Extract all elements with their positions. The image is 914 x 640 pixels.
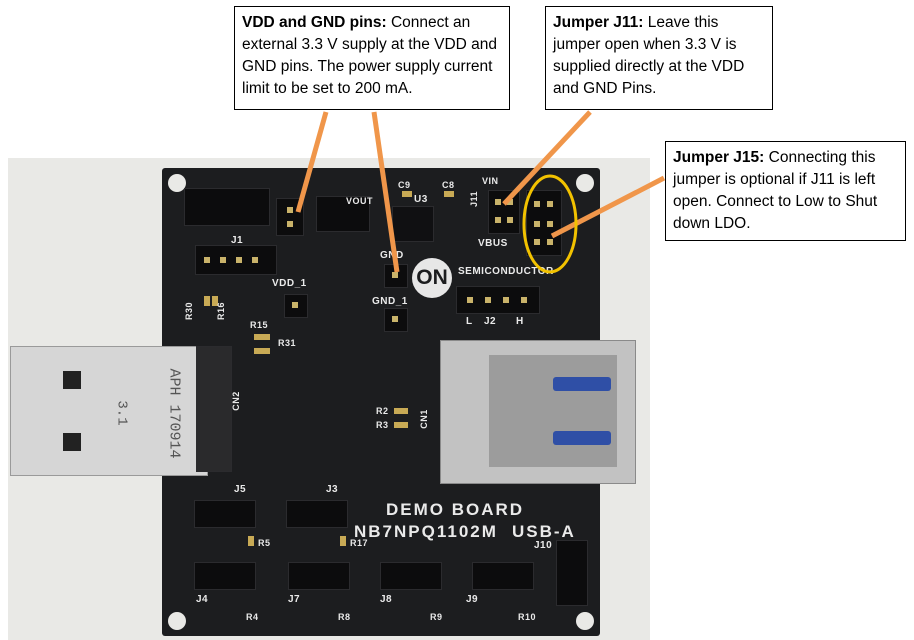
- callout-j15-body: Connecting this jumper is optional if J1…: [673, 149, 878, 232]
- arrow-to-vdd: [295, 111, 329, 213]
- label-gnd: GND: [380, 250, 404, 261]
- label-j7: J7: [288, 594, 301, 605]
- res-r5: [248, 536, 254, 546]
- label-r2-mid: R2: [376, 406, 389, 416]
- jumper-j15: [526, 190, 562, 256]
- label-semiconductor: SEMICONDUCTOR: [458, 266, 554, 277]
- res-r3: [394, 422, 408, 428]
- usb-a-opening: [489, 355, 617, 467]
- res-r16: [212, 296, 218, 306]
- label-j10: J10: [534, 540, 553, 551]
- label-part-number: NB7NPQ1102M: [354, 522, 498, 541]
- arrow-to-j15: [550, 175, 666, 239]
- callout-j15-title: Jumper J15:: [673, 149, 765, 166]
- label-j2: J2: [484, 316, 497, 327]
- jumper-j2: [456, 286, 540, 314]
- label-j4: J4: [196, 594, 209, 605]
- label-gnd-1: GND_1: [372, 296, 408, 307]
- callout-vdd-gnd: VDD and GND pins: Connect an external 3.…: [234, 6, 510, 110]
- label-c8: C8: [442, 180, 455, 190]
- usb-contact: [553, 377, 611, 391]
- label-j9: J9: [466, 594, 479, 605]
- usb-plug-hole: [63, 371, 81, 389]
- arrow-to-j11: [502, 110, 592, 206]
- callout-j15: Jumper J15: Connecting this jumper is op…: [665, 141, 906, 241]
- jumper-j4: [194, 562, 256, 590]
- j15-highlight: [522, 174, 578, 274]
- label-r5: R5: [258, 538, 271, 548]
- label-u3: U3: [414, 194, 428, 205]
- res-r30: [204, 296, 210, 306]
- label-r15: R15: [250, 320, 269, 330]
- jumper-j8: [380, 562, 442, 590]
- jumper-j5: [194, 500, 256, 528]
- jumper-j9: [472, 562, 534, 590]
- mount-hole: [576, 174, 594, 192]
- label-demo-board: DEMO BOARD: [386, 500, 525, 519]
- label-r10: R10: [518, 612, 537, 622]
- label-r9: R9: [430, 612, 443, 622]
- jumper-j7: [288, 562, 350, 590]
- vout-header: [316, 196, 370, 232]
- label-c9: C9: [398, 180, 411, 190]
- label-vdd-1: VDD_1: [272, 278, 307, 289]
- jumper-j3: [286, 500, 348, 528]
- callout-vdd-gnd-title: VDD and GND pins:: [242, 14, 387, 31]
- label-r31: R31: [278, 338, 297, 348]
- res-r17: [340, 536, 346, 546]
- gnd-1-pin: [384, 308, 408, 332]
- mount-hole: [168, 174, 186, 192]
- arrow-to-gnd: [371, 111, 400, 273]
- callout-j11: Jumper J11: Leave this jumper open when …: [545, 6, 773, 110]
- usb-a-receptacle: [440, 340, 636, 484]
- jumper-j10: [556, 540, 588, 606]
- res-r31: [254, 348, 270, 354]
- usb-plug-hole: [63, 433, 81, 451]
- jumper-j11: [488, 190, 520, 234]
- chip-u3: [392, 206, 434, 242]
- mount-hole: [168, 612, 186, 630]
- label-j1: J1: [231, 235, 244, 246]
- usb-plug-connector: [196, 346, 232, 472]
- cap-c9: [402, 191, 412, 197]
- jumper-j1: [195, 245, 277, 275]
- label-r17: R17: [350, 538, 369, 548]
- vdd-1-pin: [284, 294, 308, 318]
- label-vout: VOUT: [346, 196, 374, 206]
- usb-contact: [553, 431, 611, 445]
- cap-c8: [444, 191, 454, 197]
- label-usb-a: USB-A: [512, 522, 576, 541]
- callout-j11-body: Leave this jumper open when 3.3 V is sup…: [553, 14, 745, 97]
- label-r3: R3: [376, 420, 389, 430]
- res-r2: [394, 408, 408, 414]
- label-j8: J8: [380, 594, 393, 605]
- usb-plug: APH 170914 3.1: [10, 346, 208, 476]
- callout-vdd-gnd-body: Connect an external 3.3 V supply at the …: [242, 14, 498, 97]
- callout-j11-title: Jumper J11:: [553, 14, 644, 31]
- res-r15: [254, 334, 270, 340]
- label-vbus: VBUS: [478, 238, 508, 249]
- mount-hole: [576, 612, 594, 630]
- label-vin: VIN: [482, 176, 499, 186]
- on-logo: ON: [412, 258, 452, 298]
- label-j5: J5: [234, 484, 247, 495]
- label-j2-l: L: [466, 316, 473, 327]
- top-header: [184, 188, 270, 226]
- label-j2-h: H: [516, 316, 524, 327]
- label-r4: R4: [246, 612, 259, 622]
- label-j3: J3: [326, 484, 339, 495]
- label-r8: R8: [338, 612, 351, 622]
